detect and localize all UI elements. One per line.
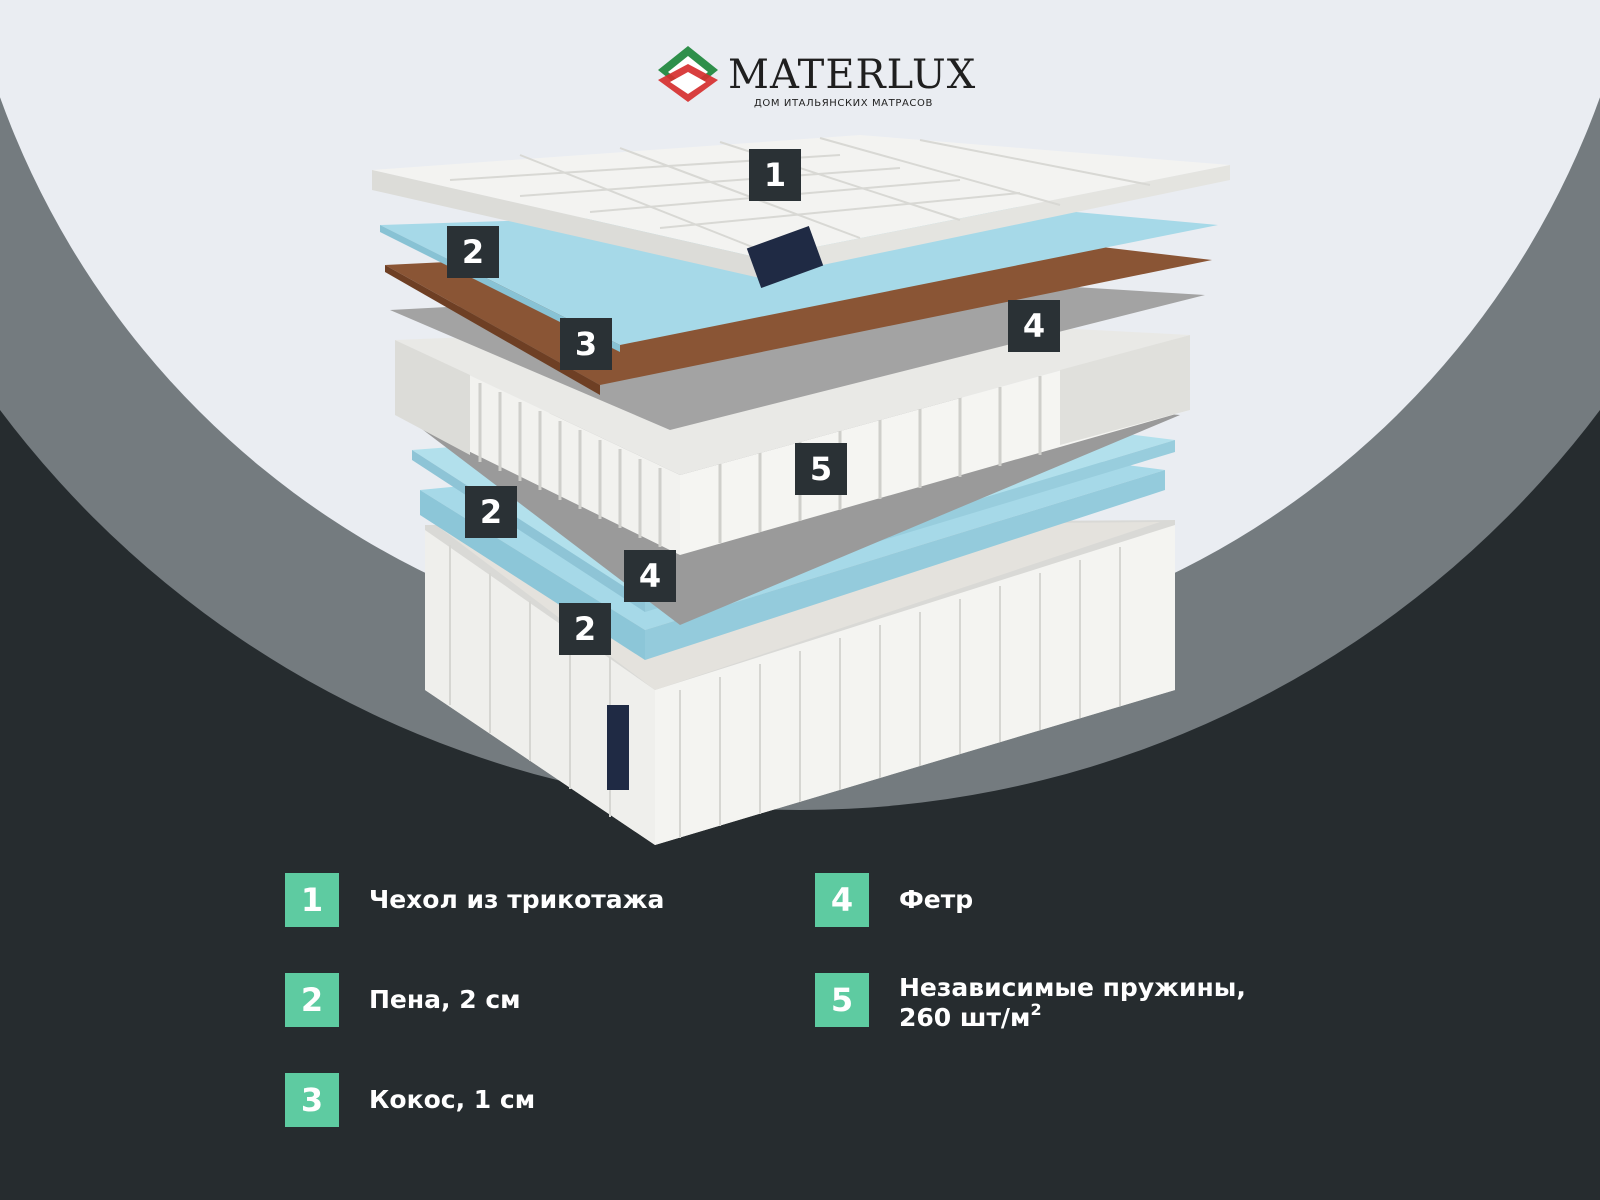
layer-badge-2-foam-upper: 2	[447, 226, 499, 278]
layer-badge-5-springs: 5	[795, 443, 847, 495]
legend-number: 5	[815, 973, 869, 1027]
legend-label-line1: Независимые пружины,	[899, 973, 1246, 1002]
legend-item-5: 5 Независимые пружины, 260 шт/м2	[815, 973, 1246, 1033]
layer-badge-2-foam-lower-2: 2	[559, 603, 611, 655]
legend-item-4: 4 Фетр	[815, 873, 973, 927]
legend-number: 2	[285, 973, 339, 1027]
brand-header: MATERLUX ДОМ ИТАЛЬЯНСКИХ МАТРАСОВ	[656, 44, 975, 114]
legend-item-2: 2 Пена, 2 см	[285, 973, 521, 1027]
legend-number: 4	[815, 873, 869, 927]
foam-layer-upper	[380, 205, 1218, 345]
layer-badge-3-coconut: 3	[560, 318, 612, 370]
legend-label: Фетр	[899, 885, 974, 914]
legend-superscript: 2	[1030, 1000, 1042, 1019]
legend-number: 3	[285, 1073, 339, 1127]
legend-label-line2: 260 шт/м2	[899, 1000, 1246, 1033]
layer-badge-1-cover: 1	[749, 149, 801, 201]
cover-label-tag	[746, 225, 824, 289]
brand-tagline: ДОМ ИТАЛЬЯНСКИХ МАТРАСОВ	[754, 98, 933, 109]
legend-label-line2-text: 260 шт/м	[899, 1003, 1031, 1032]
layer-badge-2-foam-lower-1: 2	[465, 486, 517, 538]
legend-label: Независимые пружины, 260 шт/м2	[899, 973, 1246, 1033]
legend-label: Чехол из трикотажа	[369, 885, 665, 914]
layer-badge-4-felt-lower: 4	[624, 550, 676, 602]
legend-number: 1	[285, 873, 339, 927]
legend-label: Пена, 2 см	[369, 985, 521, 1014]
legend-item-1: 1 Чехол из трикотажа	[285, 873, 664, 927]
brand-name: MATERLUX	[728, 52, 977, 98]
base-label-tag	[607, 705, 629, 790]
legend-label: Кокос, 1 см	[369, 1085, 536, 1114]
layer-badge-4-felt-upper: 4	[1008, 300, 1060, 352]
brand-logo-icon	[658, 46, 718, 102]
top-cover	[372, 135, 1230, 289]
legend-item-3: 3 Кокос, 1 см	[285, 1073, 535, 1127]
